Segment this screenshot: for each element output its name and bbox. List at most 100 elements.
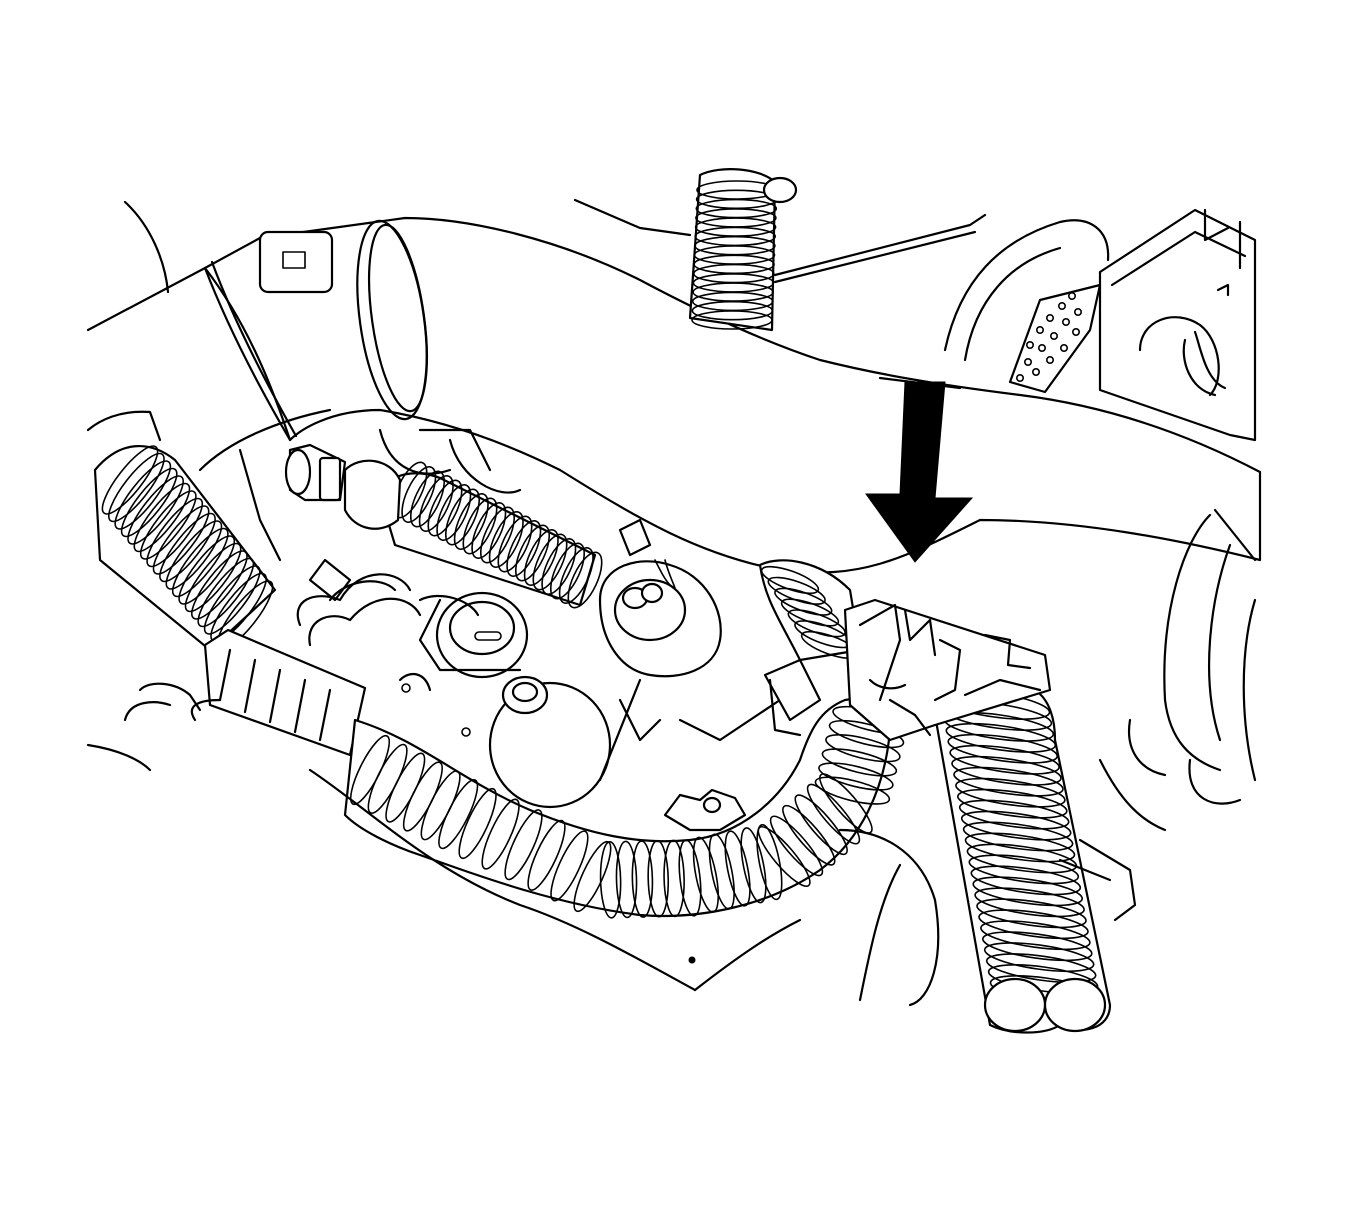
hose-rib [970, 865, 1082, 896]
hose-rib [949, 744, 1060, 775]
hose-rib [165, 520, 223, 590]
hose-rib [203, 565, 261, 635]
hose-rib [678, 839, 702, 917]
hose-rib [159, 512, 216, 583]
hose-rib [953, 766, 1064, 797]
connector-block-right [843, 598, 1052, 742]
lower-cradle [308, 768, 1137, 1007]
hose-rib [964, 832, 1076, 863]
hose-rib [436, 484, 472, 541]
perforation-hole [1072, 327, 1081, 336]
hose-rib [794, 794, 848, 856]
perforation-hole [1060, 343, 1069, 352]
hose-rib [444, 488, 481, 546]
hose-rib [691, 310, 773, 330]
hose-rib [818, 762, 894, 791]
hose-rib [438, 779, 479, 850]
hose-rib [814, 776, 891, 805]
hose-rib [401, 466, 437, 523]
hose-rib [532, 533, 568, 591]
right-side-assembly [943, 208, 1257, 832]
hose-rib [974, 887, 1085, 918]
hose-rib [127, 475, 184, 545]
hose-rib [453, 493, 489, 550]
hose-rib [615, 840, 638, 919]
hose-rib [828, 719, 905, 749]
hose-rib [955, 777, 1066, 808]
intake-duct [203, 216, 1262, 574]
hose-rib [982, 931, 1093, 962]
left-corrugated-hose [93, 444, 277, 652]
hose-rib [724, 830, 751, 907]
hose-rib [418, 475, 454, 532]
perforation-hole [1036, 325, 1045, 334]
hose-rib [980, 920, 1091, 951]
hose-rib [951, 755, 1062, 786]
hose-rib [523, 529, 559, 586]
hose-rib [647, 839, 670, 918]
hose-rib [947, 733, 1058, 764]
engine-block [198, 408, 782, 809]
hose-rib [152, 505, 210, 575]
hose-rib [527, 819, 566, 891]
hose-rib [567, 551, 603, 609]
hose-rib [146, 497, 204, 568]
hose-rib [957, 788, 1068, 819]
hose-rib [114, 460, 172, 530]
hose-rib [488, 511, 524, 568]
hose-rib [409, 470, 446, 528]
hose-rib [171, 527, 229, 598]
perforation-hole [1050, 331, 1059, 340]
hose-rib [541, 538, 577, 595]
hose-rib [978, 909, 1089, 940]
center-mount-sensor [598, 518, 722, 678]
perforation-hole [1074, 307, 1083, 316]
perforation-hole [1058, 301, 1067, 310]
perforation-hole [1026, 340, 1035, 349]
hose-rib [101, 445, 159, 515]
hose-rib [504, 809, 543, 881]
dipstick-rod [573, 198, 987, 284]
hose-rib [458, 787, 497, 860]
hose-rib [756, 823, 783, 901]
hose-rib [958, 799, 1070, 830]
hose-rib [782, 804, 836, 866]
hose-rib [819, 773, 873, 834]
hose-rib [471, 502, 507, 559]
hose-rib [506, 520, 542, 577]
hose-rib [550, 830, 589, 902]
hose-rib [514, 524, 551, 582]
hose-rib [962, 821, 1074, 852]
hose-rib [497, 515, 533, 573]
perforation-hole [1046, 313, 1055, 322]
perforation-hole [1032, 367, 1041, 376]
right-vertical-hose [933, 682, 1112, 1034]
hose-rib [976, 898, 1087, 929]
hose-rib [599, 841, 622, 919]
hose-rib [769, 815, 824, 877]
hose-rib [985, 953, 1097, 984]
hose-rib [427, 479, 463, 537]
hose-rib [108, 452, 165, 523]
hose-rib [549, 542, 586, 600]
hose-rib [740, 827, 767, 904]
hose-rib [692, 836, 720, 913]
hose-rib [558, 547, 594, 604]
duct-side-hose [758, 559, 862, 737]
down-arrow-icon [865, 381, 974, 563]
perforation-hole [1024, 357, 1033, 366]
hose-rib [960, 810, 1072, 841]
hose-rib [133, 482, 191, 553]
hose-rib [972, 876, 1083, 907]
hose-rib [631, 840, 654, 918]
hose-rib [825, 734, 901, 763]
hose-rib [139, 490, 197, 560]
perforation-hole [1038, 343, 1047, 352]
perforation-hole [1015, 373, 1024, 382]
hose-rib [691, 300, 774, 321]
hose-rib [757, 826, 811, 887]
hose-rib [120, 467, 178, 538]
perforation-hole [1068, 291, 1077, 300]
hose-rib [821, 748, 898, 777]
